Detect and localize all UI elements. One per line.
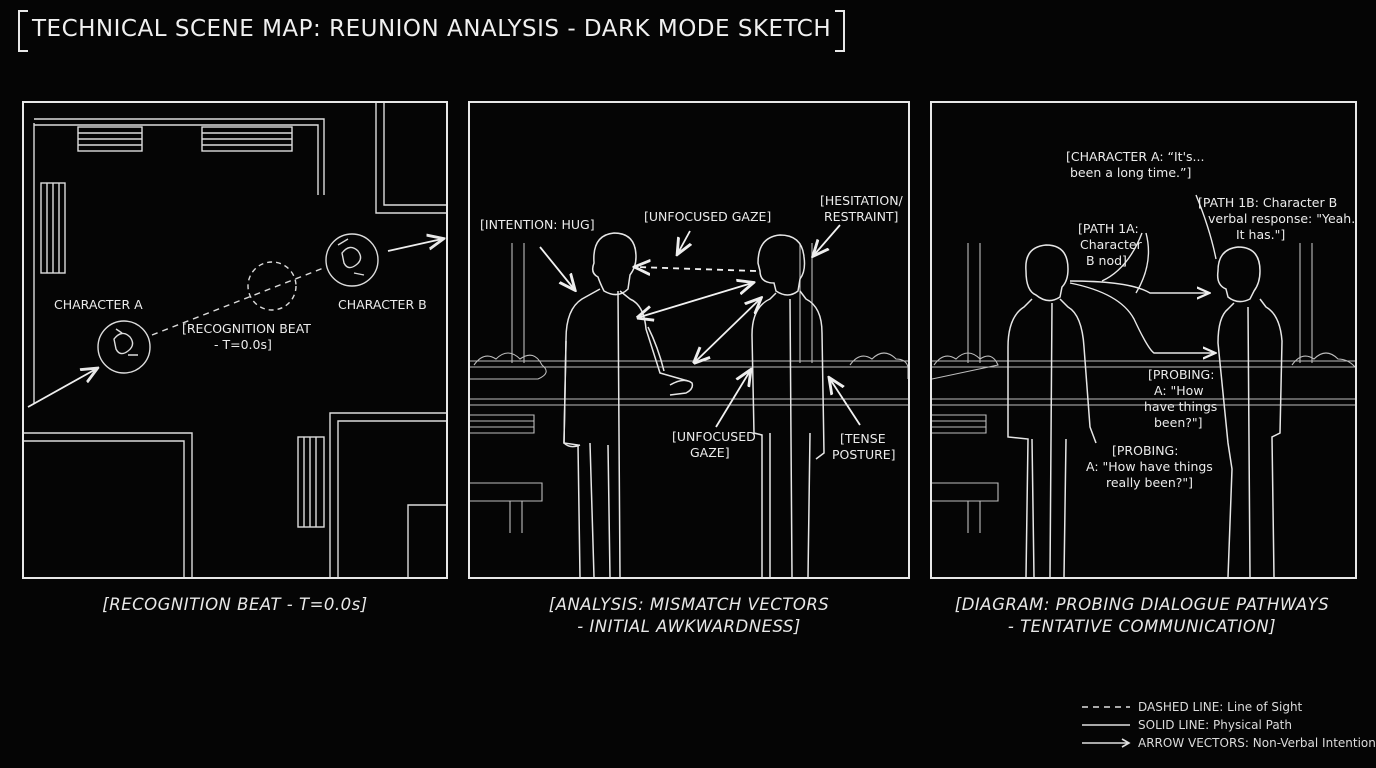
path-1a-label-line3: B nod] — [1086, 253, 1127, 268]
panel-floor-plan: CHARACTER A CHARACTER B [RECOGNITION BEA… — [22, 101, 448, 579]
character-b-marker — [325, 233, 379, 287]
dialogue-pathways-sketch — [932, 194, 1355, 577]
mismatch-vectors-sketch — [470, 224, 908, 577]
path-1a-label-line1: [PATH 1A: — [1078, 221, 1139, 236]
title-bracket-right — [835, 10, 846, 52]
path-1a-arrow — [1069, 282, 1214, 353]
legend-dashed-val: Line of Sight — [1227, 700, 1303, 714]
unfocused-gaze-arrow — [678, 230, 690, 253]
character-a-label: CHARACTER A — [54, 297, 143, 312]
path-1a-label-line2: Character — [1080, 237, 1142, 252]
probing-1-line1: [PROBING: — [1148, 367, 1215, 382]
hesitation-label-line1: [HESITATION/ — [820, 193, 903, 208]
caption-panel-1: [RECOGNITION BEAT - T=0.0s] — [22, 594, 448, 616]
legend-dashed-key: DASHED LINE: — [1138, 700, 1224, 714]
legend-arrow-val: Non-Verbal Intention — [1252, 736, 1376, 750]
unfocused-gaze-top-label: [UNFOCUSED GAZE] — [644, 209, 772, 224]
character-b-figure — [1216, 246, 1261, 303]
unfocused-gaze-dashed-arrow — [636, 267, 757, 271]
character-b-label: CHARACTER B — [338, 297, 427, 312]
hesitation-arrow — [814, 224, 841, 255]
tense-posture-line1: [TENSE — [840, 431, 886, 446]
path-1b-label-line2: verbal response: "Yeah. — [1208, 211, 1356, 226]
probing-1-line3: have things — [1144, 399, 1218, 414]
character-a-dialogue-line2: been a long time.”] — [1070, 165, 1192, 180]
recognition-point-marker — [247, 261, 297, 311]
probing-2-line1: [PROBING: — [1112, 443, 1179, 458]
panel-dialogue-pathways: [CHARACTER A: “It's... been a long time.… — [930, 101, 1357, 579]
line-of-sight — [151, 266, 327, 336]
caption-panel-1-text: [RECOGNITION BEAT - T=0.0s] — [102, 595, 368, 614]
legend-row-arrow: ARROW VECTORS: Non-Verbal Intention — [1080, 734, 1376, 752]
dashed-line-swatch — [1082, 706, 1130, 708]
path-1b-label-line3: It has."] — [1236, 227, 1286, 242]
probing-2-line3: really been?"] — [1106, 475, 1194, 490]
recognition-beat-label-line1: [RECOGNITION BEAT — [182, 321, 311, 336]
caption-panel-2-line1: [ANALYSIS: MISMATCH VECTORS — [548, 595, 830, 614]
legend-solid-key: SOLID LINE: — [1138, 718, 1210, 732]
character-a-figure — [1025, 244, 1069, 302]
path-1b-arrow — [1069, 280, 1208, 293]
probing-1-line2: A: "How — [1154, 383, 1204, 398]
hesitation-label-line2: RESTRAINT] — [824, 209, 899, 224]
path-1b-callout-line — [1195, 194, 1217, 260]
legend-row-solid: SOLID LINE: Physical Path — [1080, 716, 1376, 734]
character-a-marker — [97, 320, 151, 374]
character-a-dialogue-line1: [CHARACTER A: “It's... — [1066, 149, 1205, 164]
caption-panel-3: [DIAGRAM: PROBING DIALOGUE PATHWAYS - TE… — [920, 594, 1364, 638]
page-title: TECHNICAL SCENE MAP: REUNION ANALYSIS - … — [18, 10, 846, 52]
panel-mismatch-vectors: [INTENTION: HUG] [UNFOCUSED GAZE] [HESIT… — [468, 101, 910, 579]
solid-line-swatch — [1082, 724, 1130, 726]
legend-row-dashed: DASHED LINE: Line of Sight — [1080, 698, 1376, 716]
caption-panel-2-line2: - INITIAL AWKWARDNESS] — [577, 617, 801, 636]
probing-1-line4: been?"] — [1154, 415, 1203, 430]
recognition-beat-label-line2: - T=0.0s] — [214, 337, 272, 352]
unfocused-gaze-bottom-line2: GAZE] — [690, 445, 730, 460]
tense-posture-arrow — [830, 379, 861, 426]
character-b-exit-arrow — [387, 239, 442, 252]
character-b-head — [757, 234, 806, 296]
mismatch-vector-upper — [640, 283, 752, 317]
title-bracket-left — [18, 10, 28, 52]
character-a-head — [591, 232, 637, 296]
character-a-approach-arrow — [27, 369, 96, 408]
caption-panel-3-line2: - TENTATIVE COMMUNICATION] — [1007, 617, 1277, 636]
caption-panel-3-line1: [DIAGRAM: PROBING DIALOGUE PATHWAYS — [954, 595, 1330, 614]
intention-hug-label: [INTENTION: HUG] — [480, 217, 595, 232]
intention-hug-arrow — [539, 246, 574, 289]
title-text: TECHNICAL SCENE MAP: REUNION ANALYSIS - … — [32, 16, 832, 42]
legend: DASHED LINE: Line of Sight SOLID LINE: P… — [1080, 698, 1376, 752]
path-1b-label-line1: [PATH 1B: Character B — [1198, 195, 1338, 210]
dialogue-branch-lines — [1101, 232, 1150, 294]
arrow-vector-swatch — [1082, 738, 1131, 748]
unfocused-gaze-lower-arrow — [715, 371, 750, 428]
legend-solid-val: Physical Path — [1213, 718, 1292, 732]
floor-plan-sketch — [24, 103, 446, 577]
caption-panel-2: [ANALYSIS: MISMATCH VECTORS - INITIAL AW… — [468, 594, 910, 638]
legend-arrow-key: ARROW VECTORS: — [1138, 736, 1249, 750]
probing-2-line2: A: "How have things — [1086, 459, 1213, 474]
mismatch-vector-lower — [696, 299, 760, 361]
tense-posture-line2: POSTURE] — [832, 447, 896, 462]
unfocused-gaze-bottom-line1: [UNFOCUSED — [672, 429, 756, 444]
